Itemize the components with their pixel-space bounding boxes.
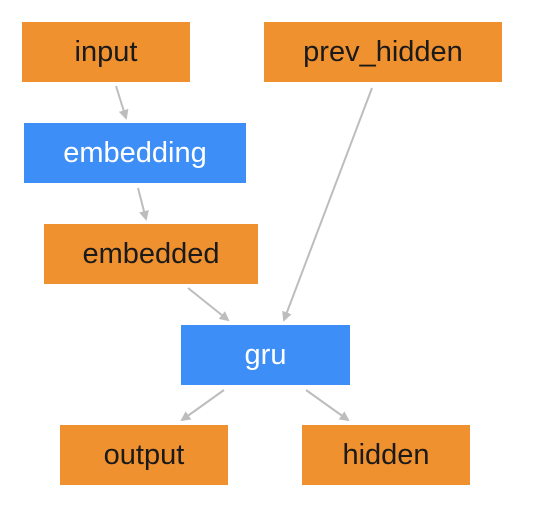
edge-prev-hidden-to-gru [282,87,373,322]
node-embedded: embedded [44,224,258,284]
node-prev-hidden: prev_hidden [264,22,502,82]
edge-input-to-embedding [115,85,129,120]
node-output-label: output [103,438,185,471]
node-input: input [22,22,190,82]
node-hidden: hidden [302,425,470,485]
edge-gru-to-output [180,389,225,422]
node-gru: gru [181,325,350,385]
node-output: output [60,425,228,485]
node-embedding: embedding [24,123,246,183]
node-hidden-label: hidden [342,438,430,471]
node-embedded-label: embedded [82,237,220,270]
node-input-label: input [74,35,138,68]
edge-embedded-to-gru [187,287,230,322]
node-embedding-label: embedding [63,136,207,169]
node-gru-label: gru [244,338,287,371]
node-prev-hidden-label: prev_hidden [303,35,463,68]
edge-embedding-to-embedded [137,187,149,221]
edge-gru-to-hidden [305,389,350,422]
